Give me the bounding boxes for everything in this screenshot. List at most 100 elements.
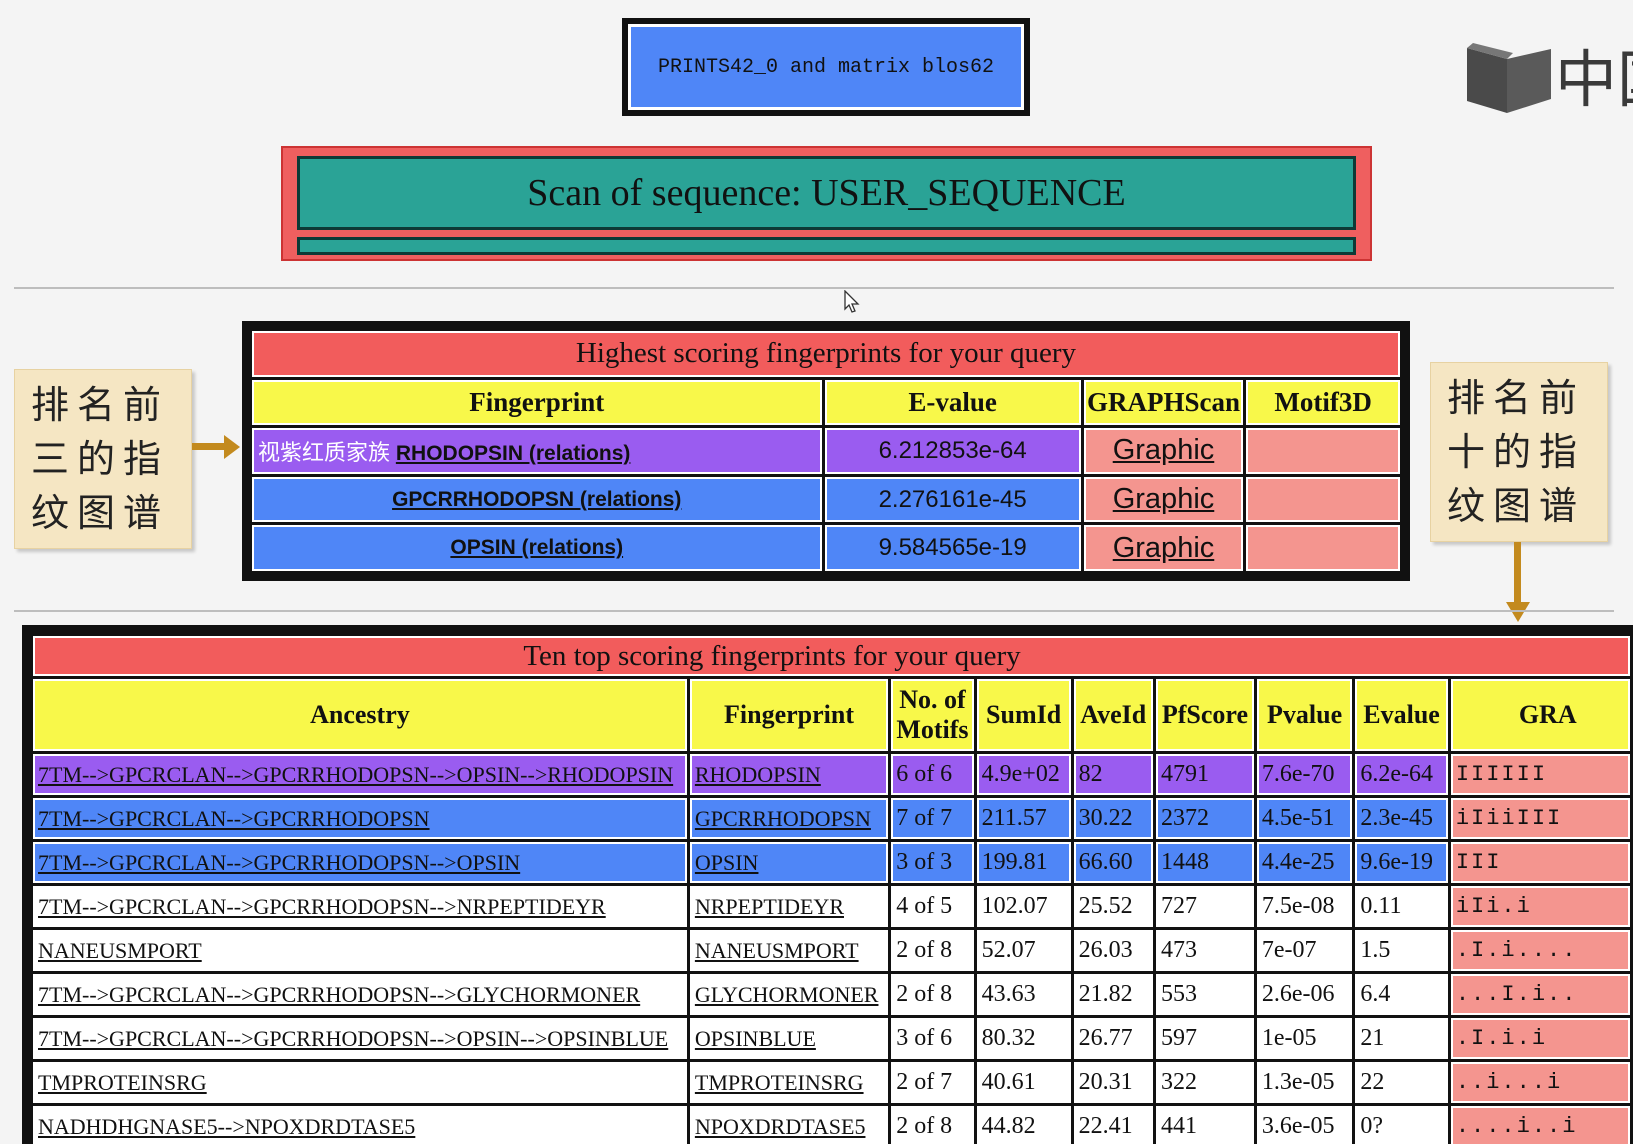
ancestry-link[interactable]: NADHDHGNASE5-->NPOXDRDTASE5 [38, 1113, 416, 1139]
ancestry-link[interactable]: 7TM-->GPCRCLAN-->GPCRRHODOPSN-->OPSIN [38, 849, 521, 875]
table-row: 7TM-->GPCRCLAN-->GPCRRHODOPSN-->OPSIN OPS… [33, 842, 1630, 883]
database-banner-text: PRINTS42_0 and matrix blos62 [628, 24, 1024, 110]
fingerprint-link[interactable]: NPOXDRDTASE5 [694, 1113, 866, 1139]
evalue-cell: 2.276161e-45 [824, 476, 1081, 523]
sumid-cell: 44.82 [976, 1106, 1071, 1144]
fingerprint-link[interactable]: OPSIN [694, 849, 759, 875]
motifs-cell: 4 of 5 [891, 886, 974, 927]
ancestry-link[interactable]: 7TM-->GPCRCLAN-->GPCRRHODOPSN-->GLYCHORM… [38, 981, 641, 1007]
col-header-motif3d: Motif3D [1246, 379, 1400, 426]
aveid-cell: 82 [1073, 754, 1153, 795]
ancestry-cell: NADHDHGNASE5-->NPOXDRDTASE5 [33, 1106, 687, 1144]
sumid-cell: 102.07 [976, 886, 1071, 927]
arrow-down-icon [1506, 542, 1530, 622]
col-header-ancestry: Ancestry [33, 679, 687, 751]
fingerprint-cell: OPSIN [689, 842, 889, 883]
ancestry-cell: NANEUSMPORT [33, 930, 687, 971]
fingerprint-link[interactable]: OPSINBLUE [694, 1025, 816, 1051]
aveid-cell: 66.60 [1073, 842, 1153, 883]
fingerprint-link-opsin[interactable]: OPSIN (relations) [450, 536, 624, 560]
graphic-link[interactable]: Graphic [1112, 531, 1215, 564]
col-header-fingerprint: Fingerprint [689, 679, 889, 751]
fingerprint-link[interactable]: GPCRRHODOPSN [694, 805, 871, 831]
sumid-cell: 211.57 [976, 798, 1071, 839]
evalue-cell: 6.4 [1355, 974, 1448, 1015]
fingerprint-annotation: 视紫红质家族 [258, 440, 391, 466]
scan-title-bar [297, 237, 1356, 255]
motif3d-cell [1246, 476, 1400, 523]
col-header-graphscan: GRAPHScan [1083, 379, 1244, 426]
pfscore-cell: 473 [1155, 930, 1254, 971]
sumid-cell: 4.9e+02 [976, 754, 1071, 795]
ancestry-link[interactable]: 7TM-->GPCRCLAN-->GPCRRHODOPSN-->NRPEPTID… [38, 893, 606, 919]
motifs-cell: 6 of 6 [891, 754, 974, 795]
sumid-cell: 80.32 [976, 1018, 1071, 1059]
fingerprint-link[interactable]: RHODOPSIN [694, 761, 821, 787]
divider-middle [14, 610, 1614, 612]
table-row: 7TM-->GPCRCLAN-->GPCRRHODOPSN-->GLYCHORM… [33, 974, 1630, 1015]
ancestry-cell: 7TM-->GPCRCLAN-->GPCRRHODOPSN-->OPSIN-->… [33, 1018, 687, 1059]
arrow-right-icon [192, 435, 240, 459]
site-logo: 中国 [1462, 40, 1633, 120]
graphscan-cell: Graphic [1083, 476, 1244, 523]
motif3d-cell [1246, 525, 1400, 571]
ancestry-link[interactable]: 7TM-->GPCRCLAN-->GPCRRHODOPSN-->OPSIN-->… [38, 1025, 669, 1051]
graphic-link[interactable]: Graphic [1112, 434, 1215, 467]
pvalue-cell: 2.6e-06 [1256, 974, 1353, 1015]
fingerprint-cell: GPCRRHODOPSN [689, 798, 889, 839]
logo-text: 中国 [1555, 43, 1633, 116]
graphscan-cell: Graphic [1083, 428, 1244, 474]
callout-top-three: 排名前 三的指 纹图谱 [14, 369, 192, 549]
ancestry-link[interactable]: NANEUSMPORT [38, 937, 202, 963]
ancestry-cell: 7TM-->GPCRCLAN-->GPCRRHODOPSN-->OPSIN-->… [33, 754, 687, 795]
fingerprint-link-rhodopsin[interactable]: RHODOPSIN (relations) [395, 441, 631, 465]
fingerprint-cell: GLYCHORMONER [689, 974, 889, 1015]
table-row: 7TM-->GPCRCLAN-->GPCRRHODOPSN-->OPSIN-->… [33, 1018, 1630, 1059]
fingerprint-link[interactable]: GLYCHORMONER [694, 981, 879, 1007]
col-header-graphscan: GRA [1450, 679, 1630, 751]
ten-table-caption: Ten top scoring fingerprints for your qu… [33, 636, 1630, 676]
callout-line: 排名前 [31, 383, 170, 427]
book-logo-icon [1467, 43, 1551, 113]
fingerprint-cell: OPSIN (relations) [252, 525, 822, 571]
graphscan-pattern-cell: ...I.i.. [1450, 974, 1630, 1015]
pfscore-cell: 597 [1155, 1018, 1254, 1059]
fingerprint-cell: GPCRRHODOPSN (relations) [252, 476, 822, 523]
aveid-cell: 26.77 [1073, 1018, 1153, 1059]
pvalue-cell: 7.5e-08 [1256, 886, 1353, 927]
pvalue-cell: 7e-07 [1256, 930, 1353, 971]
fingerprint-link-gpcrrhodopsn[interactable]: GPCRRHODOPSN (relations) [392, 487, 682, 511]
motif3d-cell [1246, 428, 1400, 474]
ancestry-link[interactable]: 7TM-->GPCRCLAN-->GPCRRHODOPSN [38, 805, 430, 831]
ancestry-link[interactable]: TMPROTEINSRG [38, 1069, 207, 1095]
graphscan-pattern-cell: IIIIII [1450, 754, 1630, 795]
callout-line: 纹图谱 [1447, 484, 1586, 528]
graphscan-pattern-cell: ....i..i [1450, 1106, 1630, 1144]
graphscan-pattern-cell: iIi.i [1450, 886, 1630, 927]
graphscan-pattern-cell: III [1450, 842, 1630, 883]
mouse-cursor-icon [844, 290, 860, 313]
evalue-cell: 0.11 [1355, 886, 1448, 927]
sumid-cell: 199.81 [976, 842, 1071, 883]
fingerprint-link[interactable]: NANEUSMPORT [694, 937, 859, 963]
fingerprint-link[interactable]: NRPEPTIDEYR [694, 893, 844, 919]
pvalue-cell: 1e-05 [1256, 1018, 1353, 1059]
table-row: NADHDHGNASE5-->NPOXDRDTASE5 NPOXDRDTASE5 2… [33, 1106, 1630, 1144]
pfscore-cell: 322 [1155, 1062, 1254, 1103]
highest-table-caption: Highest scoring fingerprints for your qu… [252, 331, 1400, 377]
ancestry-cell: 7TM-->GPCRCLAN-->GPCRRHODOPSN-->NRPEPTID… [33, 886, 687, 927]
motifs-cell: 7 of 7 [891, 798, 974, 839]
table-row: 7TM-->GPCRCLAN-->GPCRRHODOPSN GPCRRHODOPS… [33, 798, 1630, 839]
scan-title-box: Scan of sequence: USER_SEQUENCE [281, 146, 1372, 261]
motifs-cell: 2 of 8 [891, 1106, 974, 1144]
fingerprint-cell: NPOXDRDTASE5 [689, 1106, 889, 1144]
ancestry-link[interactable]: 7TM-->GPCRCLAN-->GPCRRHODOPSN-->OPSIN-->… [38, 761, 674, 787]
scan-title: Scan of sequence: USER_SEQUENCE [297, 156, 1356, 230]
motifs-cell: 2 of 8 [891, 974, 974, 1015]
graphic-link[interactable]: Graphic [1112, 483, 1215, 516]
ancestry-cell: 7TM-->GPCRCLAN-->GPCRRHODOPSN-->GLYCHORM… [33, 974, 687, 1015]
aveid-cell: 25.52 [1073, 886, 1153, 927]
ancestry-cell: 7TM-->GPCRCLAN-->GPCRRHODOPSN-->OPSIN [33, 842, 687, 883]
fingerprint-link[interactable]: TMPROTEINSRG [694, 1069, 864, 1095]
